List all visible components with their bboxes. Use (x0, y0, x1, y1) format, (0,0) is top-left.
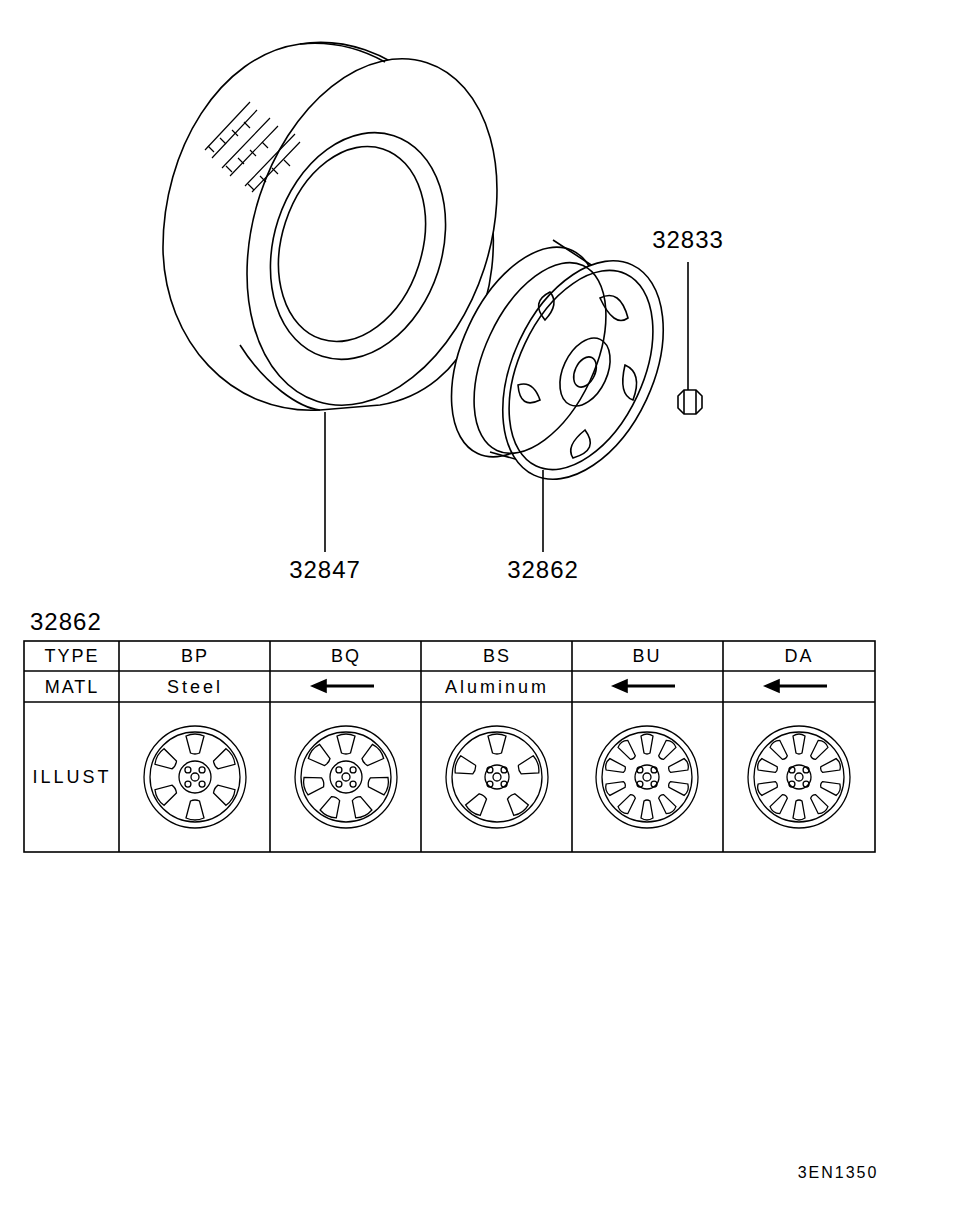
wheel-thumbnails (144, 726, 850, 828)
wheel-thumbnail (748, 726, 850, 828)
table-header-cell: MATL (45, 678, 100, 696)
tire-drawing (163, 26, 539, 552)
wheel-thumbnail (295, 726, 397, 828)
table-cell: BS (483, 647, 511, 665)
wheel-drawing (421, 224, 695, 552)
ditto-arrow (777, 685, 827, 688)
table-cell: Steel (167, 678, 223, 696)
table-cell: BP (181, 647, 209, 665)
callout-number: 32862 (507, 558, 579, 582)
table-cell: Aluminum (445, 678, 549, 696)
ditto-arrowhead (613, 680, 627, 692)
ditto-arrow (625, 685, 675, 688)
wheel-table (24, 641, 875, 852)
ditto-arrowhead (312, 680, 326, 692)
ditto-arrow (324, 685, 374, 688)
drawing-code: 3EN1350 (798, 1165, 879, 1181)
table-cell: DA (784, 647, 813, 665)
table-cell: BU (632, 647, 661, 665)
ditto-arrows (312, 680, 827, 692)
wheel-thumbnail (596, 726, 698, 828)
callout-number: 32833 (652, 228, 724, 252)
table-header-cell: TYPE (44, 647, 99, 665)
ditto-arrowhead (765, 680, 779, 692)
callout-number: 32847 (289, 558, 361, 582)
lug-nut-drawing (678, 262, 702, 414)
table-heading: 32862 (30, 610, 102, 634)
wheel-thumbnail (446, 726, 548, 828)
table-cell: BQ (331, 647, 361, 665)
wheel-thumbnail (144, 726, 246, 828)
table-header-cell: ILLUST (32, 768, 111, 786)
